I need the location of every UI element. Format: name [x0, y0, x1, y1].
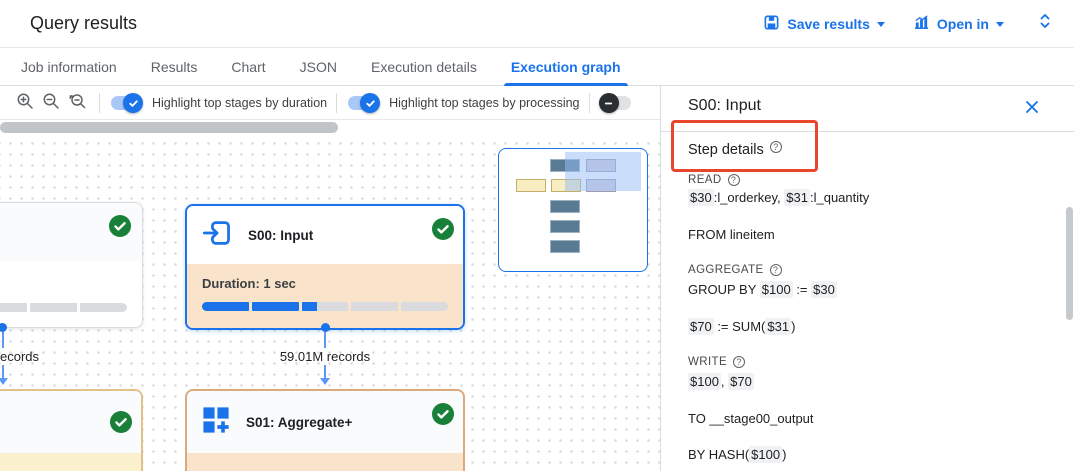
toggle-minus-icon	[598, 93, 619, 113]
stage-success-icon	[432, 218, 454, 240]
tab-job-information[interactable]: Job information	[21, 58, 117, 75]
toggle-check-icon	[360, 93, 381, 113]
read-label: READ	[688, 174, 740, 186]
by-hash-line: BY HASH($100)	[688, 446, 787, 463]
graph-minimap[interactable]	[498, 148, 648, 272]
edge-start-dot	[0, 323, 7, 332]
minimap-viewport[interactable]	[565, 152, 641, 191]
zoom-in-button[interactable]	[12, 90, 38, 116]
header-actions: Save results Open in	[763, 11, 1058, 37]
horizontal-scrollbar-thumb[interactable]	[0, 122, 338, 133]
stage-card-s00-input[interactable]: S00: Input Duration: 1 sec	[185, 204, 465, 330]
step-details-heading: Step details	[688, 141, 782, 158]
open-in-caret-icon	[996, 21, 1004, 27]
edge-arrow-icon	[320, 378, 330, 385]
read-line: $30:l_orderkey, $31:l_quantity	[688, 189, 870, 206]
zoom-in-icon	[16, 92, 34, 115]
save-results-caret-icon	[876, 21, 885, 27]
write-label: WRITE	[688, 356, 746, 368]
third-toggle-off[interactable]	[598, 93, 633, 113]
sum-line: $70 := SUM($31)	[688, 318, 796, 335]
tab-results[interactable]: Results	[150, 58, 198, 75]
toolbar-divider	[336, 93, 338, 113]
edge-arrow-icon	[0, 378, 8, 385]
zoom-reset-icon	[68, 92, 86, 115]
zoom-out-icon	[42, 92, 60, 115]
highlight-processing-toggle[interactable]	[346, 93, 381, 113]
highlight-duration-toggle[interactable]	[109, 93, 143, 113]
open-in-button[interactable]: Open in	[913, 14, 1004, 34]
stage-title: S00: Input	[248, 227, 314, 243]
panel-divider	[660, 86, 661, 471]
save-icon	[763, 14, 780, 34]
edge-start-dot	[321, 323, 330, 332]
aggregate-label: AGGREGATE	[688, 264, 782, 276]
graph-toolbar: Highlight top stages by duration Highlig…	[0, 87, 661, 120]
chart-icon	[913, 14, 930, 34]
expand-panel-button[interactable]	[1032, 11, 1058, 37]
save-results-button[interactable]: Save results	[763, 14, 885, 34]
stage-details-panel: S00: Input Step details READ $30:l_order…	[661, 86, 1074, 471]
help-icon[interactable]	[733, 356, 746, 368]
stage-success-icon	[110, 411, 132, 433]
results-tab-bar: Job information Results Chart JSON Execu…	[0, 48, 1074, 86]
zoom-out-button[interactable]	[38, 90, 64, 116]
panel-header-divider	[661, 131, 1074, 132]
save-results-label: Save results	[787, 15, 870, 32]
panel-title: S00: Input	[688, 97, 761, 114]
toolbar-divider	[99, 93, 100, 113]
tab-json[interactable]: JSON	[299, 58, 337, 75]
highlight-processing-label: Highlight top stages by processing	[389, 96, 580, 110]
edge-line	[324, 365, 326, 378]
stage-success-icon	[432, 403, 454, 425]
close-panel-button[interactable]	[1023, 98, 1043, 118]
edge-line	[2, 365, 4, 378]
edge-records-label-cut: ecords	[0, 349, 40, 364]
stage-card-s01-aggregate[interactable]: S01: Aggregate+	[185, 389, 465, 471]
aggregate-stage-icon	[202, 406, 230, 439]
header-bar: Query results Save results Open in	[0, 0, 1074, 48]
stage-card-partial-top[interactable]	[0, 202, 143, 328]
minimap-stage-rect	[550, 240, 580, 253]
toggle-check-icon	[123, 93, 143, 113]
edge-records-label: 59.01M records	[279, 349, 371, 364]
panel-scrollbar-thumb[interactable]	[1066, 207, 1073, 320]
execution-graph-canvas[interactable]: S00: Input Duration: 1 sec	[0, 120, 661, 471]
edge-line	[324, 332, 326, 348]
help-icon[interactable]	[727, 174, 740, 186]
stage-card-partial-bottom[interactable]	[0, 389, 143, 471]
zoom-reset-button[interactable]	[64, 90, 90, 116]
stage-progress-bar	[0, 303, 128, 312]
help-icon[interactable]	[769, 264, 782, 276]
group-by-line: GROUP BY $100 := $30	[688, 281, 837, 298]
input-stage-icon	[202, 220, 232, 251]
write-line: $100, $70	[688, 373, 754, 390]
help-icon[interactable]	[769, 141, 782, 153]
to-line: TO __stage00_output	[688, 411, 814, 426]
tab-execution-graph[interactable]: Execution graph	[494, 48, 638, 86]
minimap-stage-rect	[516, 179, 546, 192]
minimap-stage-rect	[550, 220, 580, 233]
stage-duration: Duration: 1 sec	[202, 276, 296, 291]
edge-line	[2, 332, 4, 348]
highlight-duration-label: Highlight top stages by duration	[152, 96, 328, 110]
from-line: FROM lineitem	[688, 227, 775, 242]
tab-chart[interactable]: Chart	[231, 58, 266, 75]
page-title: Query results	[30, 13, 138, 33]
unfold-icon	[1036, 12, 1054, 35]
stage-progress-bar	[202, 302, 448, 311]
minimap-stage-rect	[550, 200, 580, 213]
toolbar-divider	[588, 93, 590, 113]
open-in-label: Open in	[936, 15, 989, 32]
tab-execution-details[interactable]: Execution details	[370, 58, 477, 75]
stage-title: S01: Aggregate+	[246, 414, 353, 430]
stage-success-icon	[109, 215, 131, 237]
